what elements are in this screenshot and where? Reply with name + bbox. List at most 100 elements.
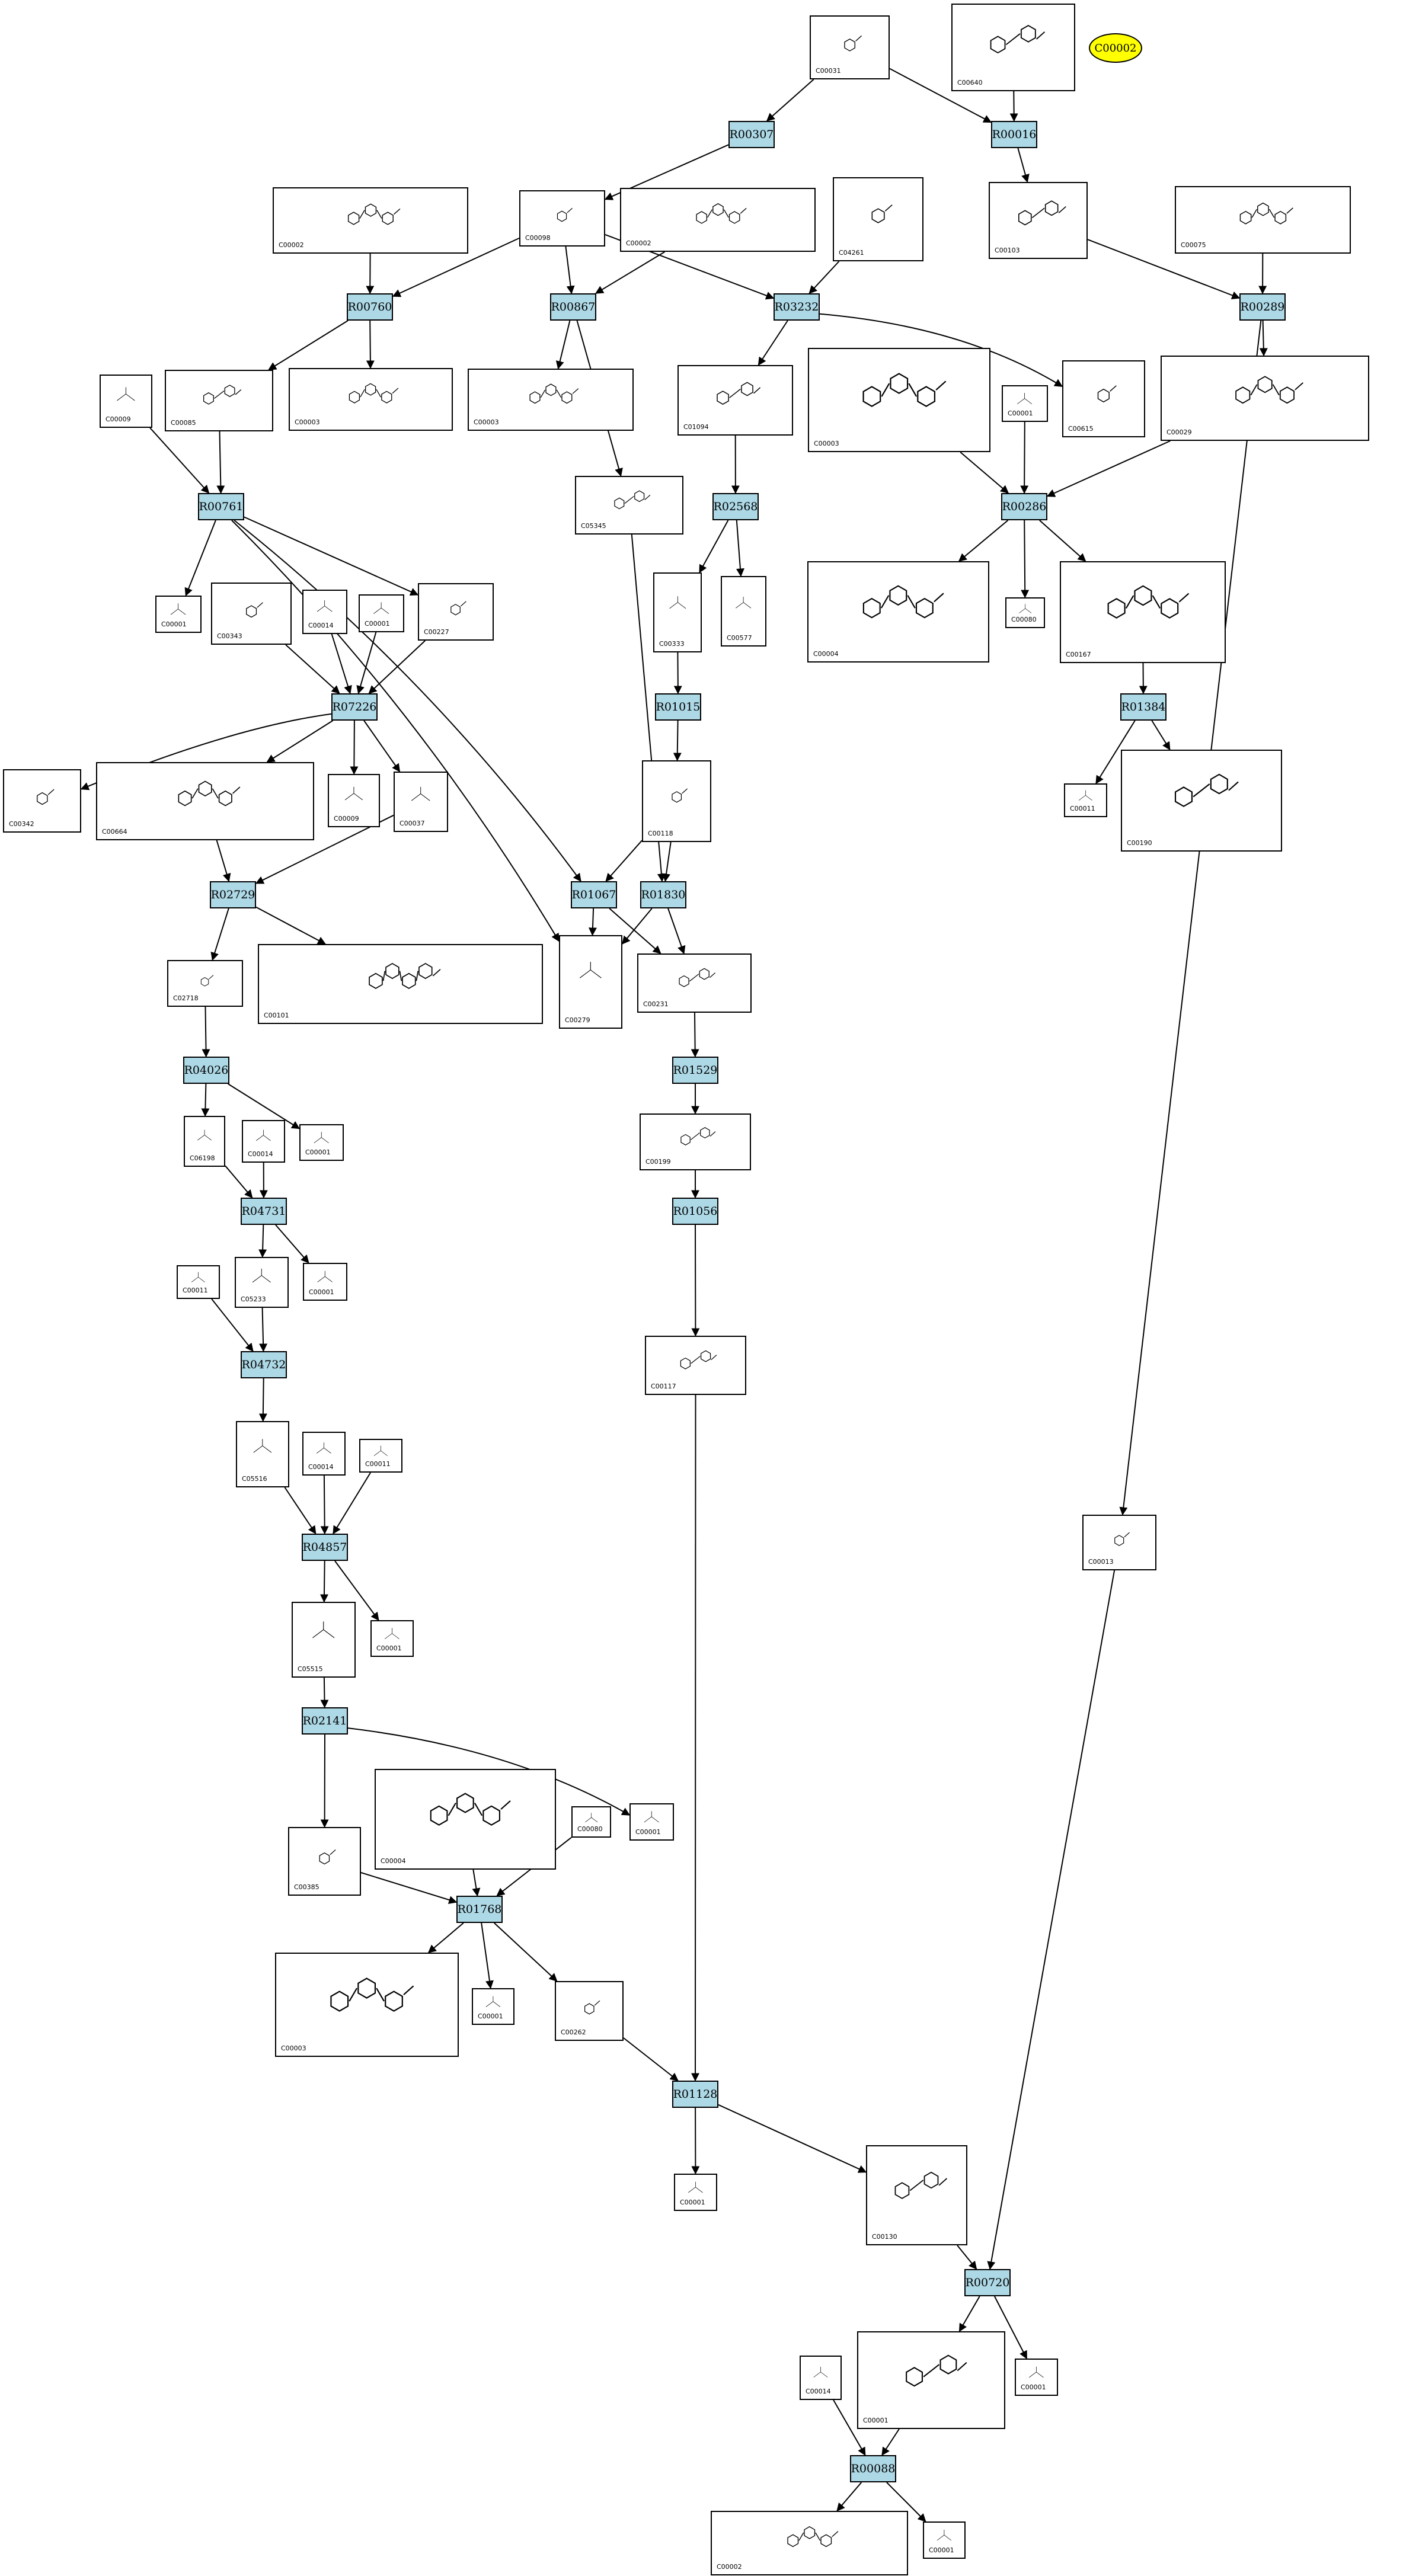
reaction-node[interactable]: R01384 bbox=[1120, 693, 1166, 721]
compound-node[interactable]: C00001 bbox=[155, 596, 202, 633]
reaction-node[interactable]: R00760 bbox=[347, 293, 393, 321]
reaction-node[interactable]: R00307 bbox=[728, 121, 775, 148]
compound-node[interactable]: C00199 bbox=[640, 1113, 751, 1170]
compound-node[interactable]: C00640 bbox=[951, 4, 1075, 91]
reaction-node[interactable]: R07226 bbox=[331, 693, 378, 721]
compound-node[interactable]: C00001 bbox=[1015, 2359, 1058, 2396]
reaction-node[interactable]: R00761 bbox=[198, 493, 244, 520]
compound-node[interactable]: C04261 bbox=[833, 177, 923, 261]
compound-node[interactable]: C00002 bbox=[273, 187, 468, 254]
compound-node[interactable]: C00004 bbox=[807, 561, 989, 663]
compound-id: C00001 bbox=[376, 1644, 402, 1652]
compound-node[interactable]: C00118 bbox=[642, 760, 711, 842]
reaction-node[interactable]: R04731 bbox=[241, 1198, 287, 1225]
reaction-node[interactable]: R00720 bbox=[964, 2269, 1011, 2296]
compound-node[interactable]: C00130 bbox=[866, 2145, 967, 2245]
compound-node[interactable]: C00014 bbox=[302, 590, 347, 634]
compound-node[interactable]: C00075 bbox=[1175, 186, 1351, 254]
reaction-node[interactable]: R02141 bbox=[302, 1707, 348, 1735]
compound-node[interactable]: C00333 bbox=[653, 572, 702, 652]
reaction-node[interactable]: R00016 bbox=[991, 121, 1037, 148]
reaction-node[interactable]: R02568 bbox=[712, 493, 759, 520]
compound-node[interactable]: C00227 bbox=[418, 583, 494, 641]
compound-node[interactable]: C00031 bbox=[810, 15, 890, 79]
reaction-id: R01128 bbox=[673, 2088, 718, 2101]
compound-node[interactable]: C00002 bbox=[620, 188, 816, 252]
compound-node[interactable]: C00103 bbox=[989, 182, 1088, 259]
compound-id: C00003 bbox=[281, 2044, 306, 2052]
compound-id: C00117 bbox=[651, 1383, 676, 1390]
highlighted-compound-ellipse[interactable]: C00002 bbox=[1089, 33, 1142, 63]
compound-node[interactable]: C05515 bbox=[292, 1602, 356, 1678]
compound-node[interactable]: C00577 bbox=[721, 576, 766, 647]
compound-node[interactable]: C00029 bbox=[1161, 356, 1369, 441]
compound-node[interactable]: C05345 bbox=[575, 476, 683, 535]
compound-node[interactable]: C00002 bbox=[711, 2511, 908, 2575]
reaction-node[interactable]: R01015 bbox=[655, 693, 701, 721]
compound-node[interactable]: C00001 bbox=[857, 2331, 1005, 2429]
reaction-node[interactable]: R01128 bbox=[672, 2081, 718, 2108]
compound-node[interactable]: C00098 bbox=[519, 190, 605, 247]
compound-node[interactable]: C00001 bbox=[359, 594, 404, 632]
compound-node[interactable]: C00664 bbox=[96, 762, 314, 840]
compound-node[interactable]: C00001 bbox=[923, 2521, 966, 2559]
compound-node[interactable]: C00011 bbox=[359, 1439, 402, 1473]
compound-node[interactable]: C00080 bbox=[1005, 597, 1045, 628]
reaction-node[interactable]: R01056 bbox=[672, 1198, 718, 1225]
compound-node[interactable]: C00001 bbox=[303, 1263, 347, 1301]
compound-node[interactable]: C00001 bbox=[370, 1620, 414, 1657]
compound-node[interactable]: C00167 bbox=[1060, 561, 1226, 663]
reaction-node[interactable]: R00289 bbox=[1239, 293, 1286, 321]
compound-node[interactable]: C00001 bbox=[1002, 385, 1048, 422]
reaction-node[interactable]: R00286 bbox=[1001, 493, 1047, 520]
reaction-node[interactable]: R04857 bbox=[302, 1534, 348, 1561]
compound-node[interactable]: C00011 bbox=[177, 1265, 220, 1299]
compound-node[interactable]: C00262 bbox=[555, 1981, 624, 2041]
compound-node[interactable]: C02718 bbox=[167, 960, 243, 1007]
reaction-node[interactable]: R01067 bbox=[571, 881, 617, 908]
compound-node[interactable]: C00014 bbox=[800, 2356, 842, 2400]
compound-node[interactable]: C00117 bbox=[645, 1336, 746, 1395]
compound-node[interactable]: C00001 bbox=[472, 1988, 514, 2025]
compound-node[interactable]: C00003 bbox=[289, 368, 453, 431]
compound-node[interactable]: C00011 bbox=[1064, 783, 1107, 817]
reaction-node[interactable]: R03232 bbox=[774, 293, 820, 321]
compound-node[interactable]: C06198 bbox=[184, 1116, 225, 1167]
reaction-node[interactable]: R01529 bbox=[672, 1057, 718, 1084]
reaction-node[interactable]: R01830 bbox=[640, 881, 686, 908]
compound-node[interactable]: C00342 bbox=[3, 769, 81, 833]
compound-node[interactable]: C00009 bbox=[100, 375, 152, 428]
compound-node[interactable]: C00615 bbox=[1062, 360, 1145, 437]
compound-node[interactable]: C00004 bbox=[375, 1769, 556, 1870]
compound-node[interactable]: C00080 bbox=[571, 1806, 611, 1838]
compound-node[interactable]: C00037 bbox=[394, 772, 448, 832]
reaction-node[interactable]: R04732 bbox=[241, 1351, 287, 1378]
compound-node[interactable]: C00013 bbox=[1082, 1515, 1156, 1570]
compound-node[interactable]: C00279 bbox=[559, 935, 622, 1029]
compound-node[interactable]: C00085 bbox=[165, 370, 273, 431]
compound-node[interactable]: C01094 bbox=[677, 365, 793, 436]
compound-node[interactable]: C00385 bbox=[288, 1827, 361, 1896]
compound-node[interactable]: C00003 bbox=[808, 348, 990, 452]
reaction-node[interactable]: R04026 bbox=[183, 1057, 229, 1084]
compound-node[interactable]: C00001 bbox=[299, 1124, 344, 1161]
compound-node[interactable]: C00001 bbox=[674, 2174, 717, 2211]
pathway-edge bbox=[268, 320, 349, 370]
reaction-node[interactable]: R00867 bbox=[550, 293, 596, 321]
compound-node[interactable]: C00014 bbox=[302, 1432, 346, 1476]
compound-node[interactable]: C00343 bbox=[211, 583, 292, 645]
compound-node[interactable]: C00001 bbox=[629, 1803, 674, 1841]
reaction-node[interactable]: R01768 bbox=[456, 1896, 503, 1923]
compound-node[interactable]: C00003 bbox=[468, 369, 634, 431]
compound-node[interactable]: C05233 bbox=[235, 1257, 289, 1308]
highlighted-compound-label: C00002 bbox=[1094, 41, 1137, 55]
compound-node[interactable]: C00231 bbox=[637, 953, 752, 1013]
reaction-node[interactable]: R02729 bbox=[210, 881, 256, 908]
compound-node[interactable]: C05516 bbox=[236, 1421, 289, 1487]
compound-node[interactable]: C00101 bbox=[258, 944, 543, 1024]
compound-node[interactable]: C00003 bbox=[275, 1953, 459, 2057]
compound-node[interactable]: C00009 bbox=[328, 774, 380, 827]
compound-node[interactable]: C00014 bbox=[242, 1120, 285, 1163]
compound-node[interactable]: C00190 bbox=[1121, 750, 1282, 852]
reaction-node[interactable]: R00088 bbox=[850, 2455, 896, 2482]
